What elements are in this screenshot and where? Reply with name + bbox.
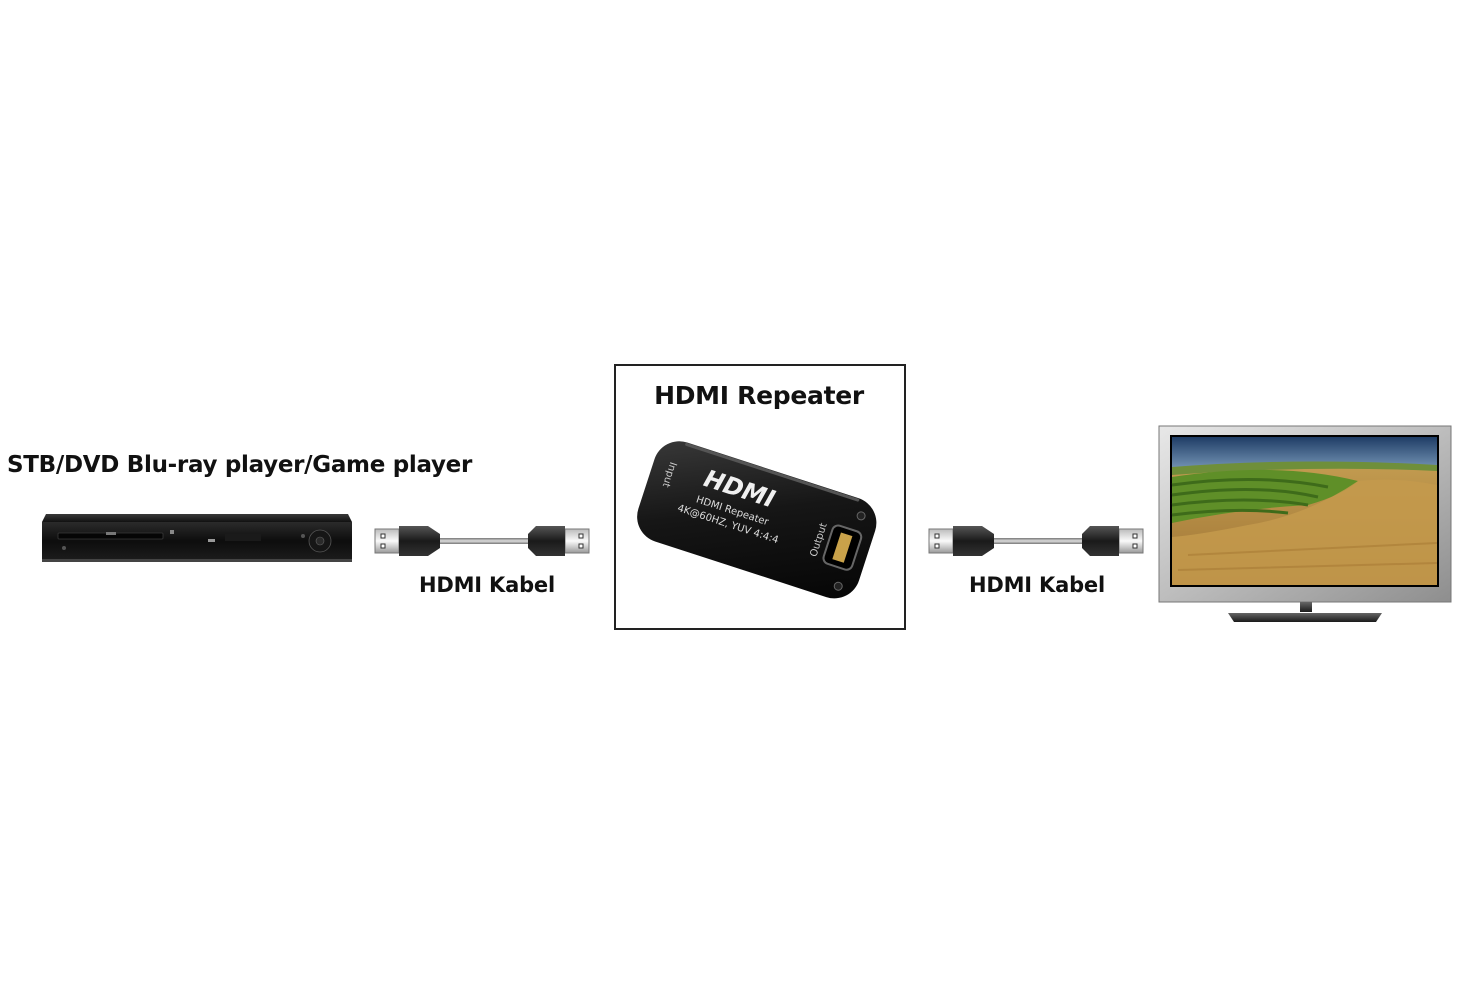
tv-icon [1158, 425, 1452, 622]
hdmi-cable-label-2: HDMI Kabel [969, 573, 1105, 597]
hdmi-cable-label-1: HDMI Kabel [419, 573, 555, 597]
repeater-frame [614, 364, 906, 630]
hdmi-cable-icon [374, 526, 590, 556]
repeater-title: HDMI Repeater [654, 381, 864, 410]
bluray-player-icon [42, 514, 352, 562]
hdmi-cable-icon [928, 526, 1144, 556]
hdmi-repeater-device-icon: HDMI HDMI Repeater 4K@60HZ, YUV 4:4:4 In… [637, 441, 877, 599]
source-device-label: STB/DVD Blu-ray player/Game player [7, 452, 473, 478]
